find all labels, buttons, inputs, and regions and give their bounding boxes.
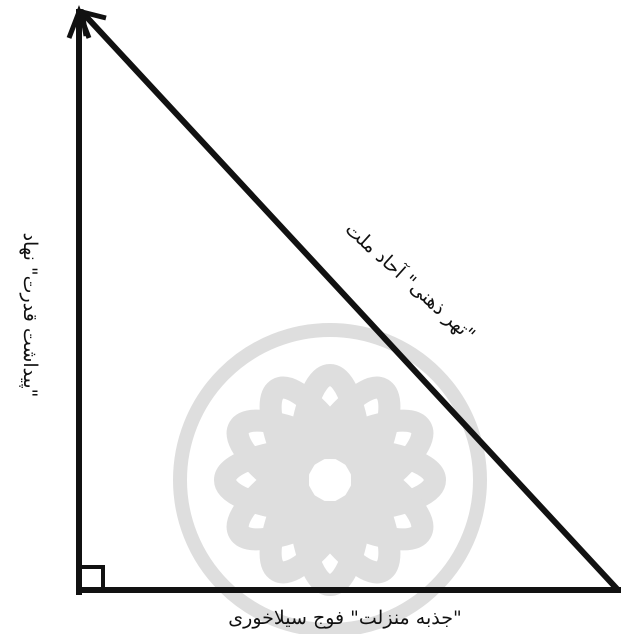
rosette-watermark-icon [173, 323, 487, 637]
hypotenuse-line [79, 9, 621, 593]
right-angle-marker [77, 565, 105, 592]
base-label: "جذبه منزلت" فوج سیلاخوری [228, 607, 462, 629]
watermark-outer-ring [173, 323, 487, 637]
vertical-side-label: "پیداشت قدرت" نهاد [19, 232, 41, 398]
hypotenuse-arrowhead [78, 8, 107, 37]
watermark-petals [214, 364, 446, 596]
